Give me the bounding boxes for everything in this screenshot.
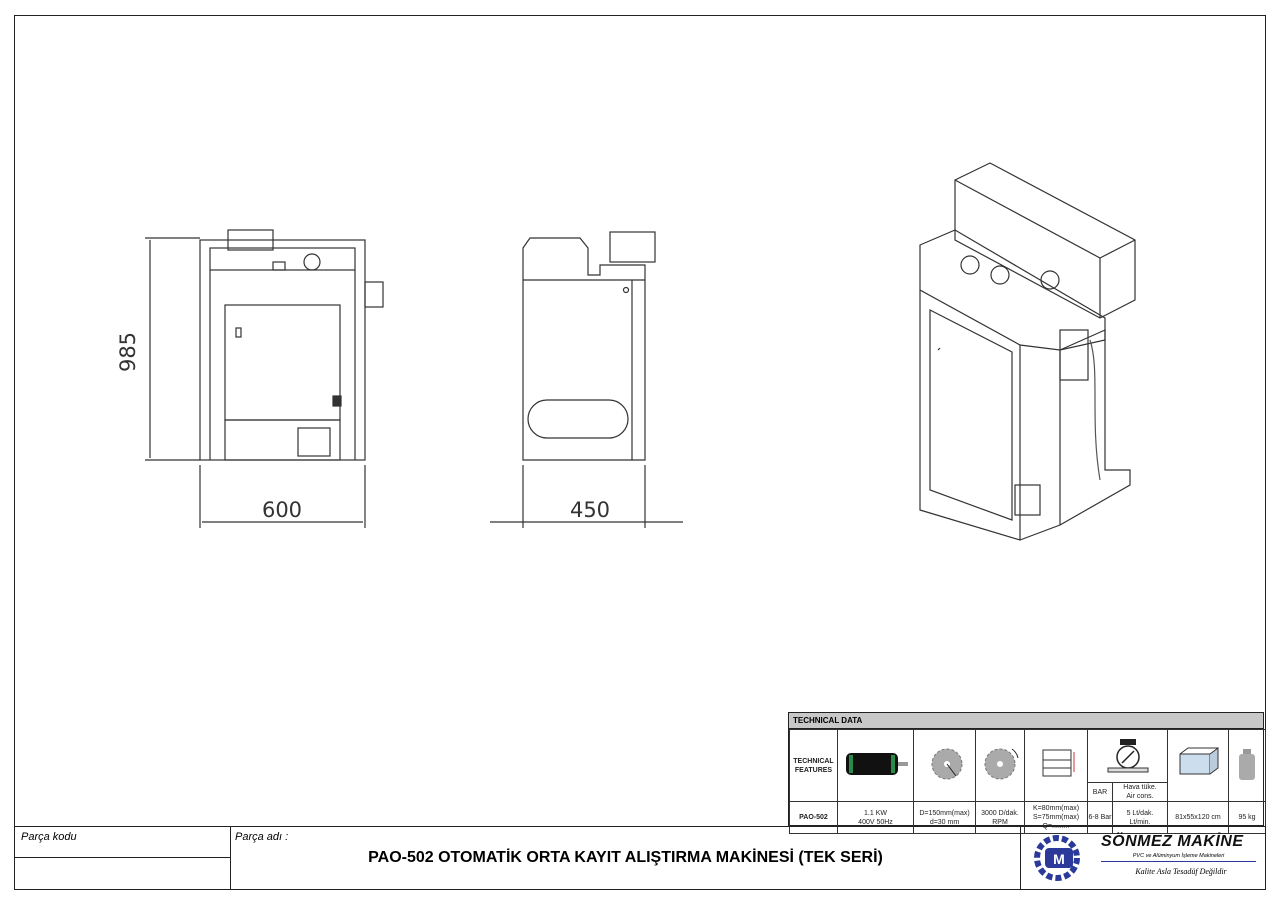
isometric-view: [919, 162, 1136, 541]
saw-blade-rotation-icon: [975, 729, 1025, 802]
width-dimension: 600: [262, 498, 302, 522]
front-dimension-lines: [145, 237, 683, 528]
air-consumption-label: Hava tüke. Air cons.: [1112, 782, 1168, 802]
weight-icon: [1228, 729, 1266, 802]
company-logo-icon: M: [1034, 835, 1080, 881]
part-code-label: Parça kodu: [15, 827, 231, 858]
title-block: Parça kodu Parça adı : PAO-502 OTOMATİK …: [14, 826, 1266, 890]
depth-dimension: 450: [570, 498, 610, 522]
pressure-cell: 6-8 Bar: [1087, 801, 1113, 834]
box-dimensions-icon: [1167, 729, 1229, 802]
height-dimension: 985: [116, 332, 140, 372]
air-label-en: Air cons.: [1126, 793, 1154, 800]
part-name: PAO-502 OTOMATİK ORTA KAYIT ALIŞTIRMA MA…: [368, 849, 883, 866]
saw-blade-dimension-icon: [913, 729, 976, 802]
front-view: [199, 229, 384, 461]
part-code-value: [15, 858, 231, 889]
weight-cell: 95 kg: [1228, 801, 1266, 834]
part-name-label: Parça adı :: [235, 831, 289, 843]
speed-cell: 3000 D/dak.RPM: [975, 801, 1025, 834]
size-cell: 81x55x120 cm: [1167, 801, 1229, 834]
technical-features-label: TECHNICAL FEATURES: [789, 729, 838, 802]
technical-data-title: TECHNICAL DATA: [789, 713, 1263, 729]
model-cell: PAO-502: [789, 801, 838, 834]
bar-label: BAR: [1087, 782, 1113, 802]
air-cell: 5 Lt/dak.Lt/min.: [1112, 801, 1168, 834]
cutting-capacity-icon: [1024, 729, 1088, 802]
side-view: [522, 231, 656, 461]
svg-text:M: M: [1053, 851, 1065, 867]
technical-data-table: TECHNICAL DATA TECHNICAL FEATURES BAR Ha…: [788, 712, 1266, 834]
motor-icon: [837, 729, 914, 802]
company-slogan: Kalite Asla Tesadüf Değildir: [1135, 867, 1227, 876]
company-subtitle: PVC ve Alüminyum İşleme Makineleri: [1101, 853, 1256, 862]
air-label-tr: Hava tüke.: [1123, 784, 1157, 791]
pressure-gauge-icon: [1087, 729, 1168, 783]
part-name-box: Parça adı : PAO-502 OTOMATİK ORTA KAYIT …: [231, 827, 1021, 889]
company-name: SÖNMEZ MAKİNE: [1101, 833, 1244, 850]
blade-cell: D=150mm(max)d=30 mm: [913, 801, 976, 834]
company-logo-block: M SÖNMEZ MAKİNE PVC ve Alüminyum İşleme …: [1021, 827, 1265, 889]
